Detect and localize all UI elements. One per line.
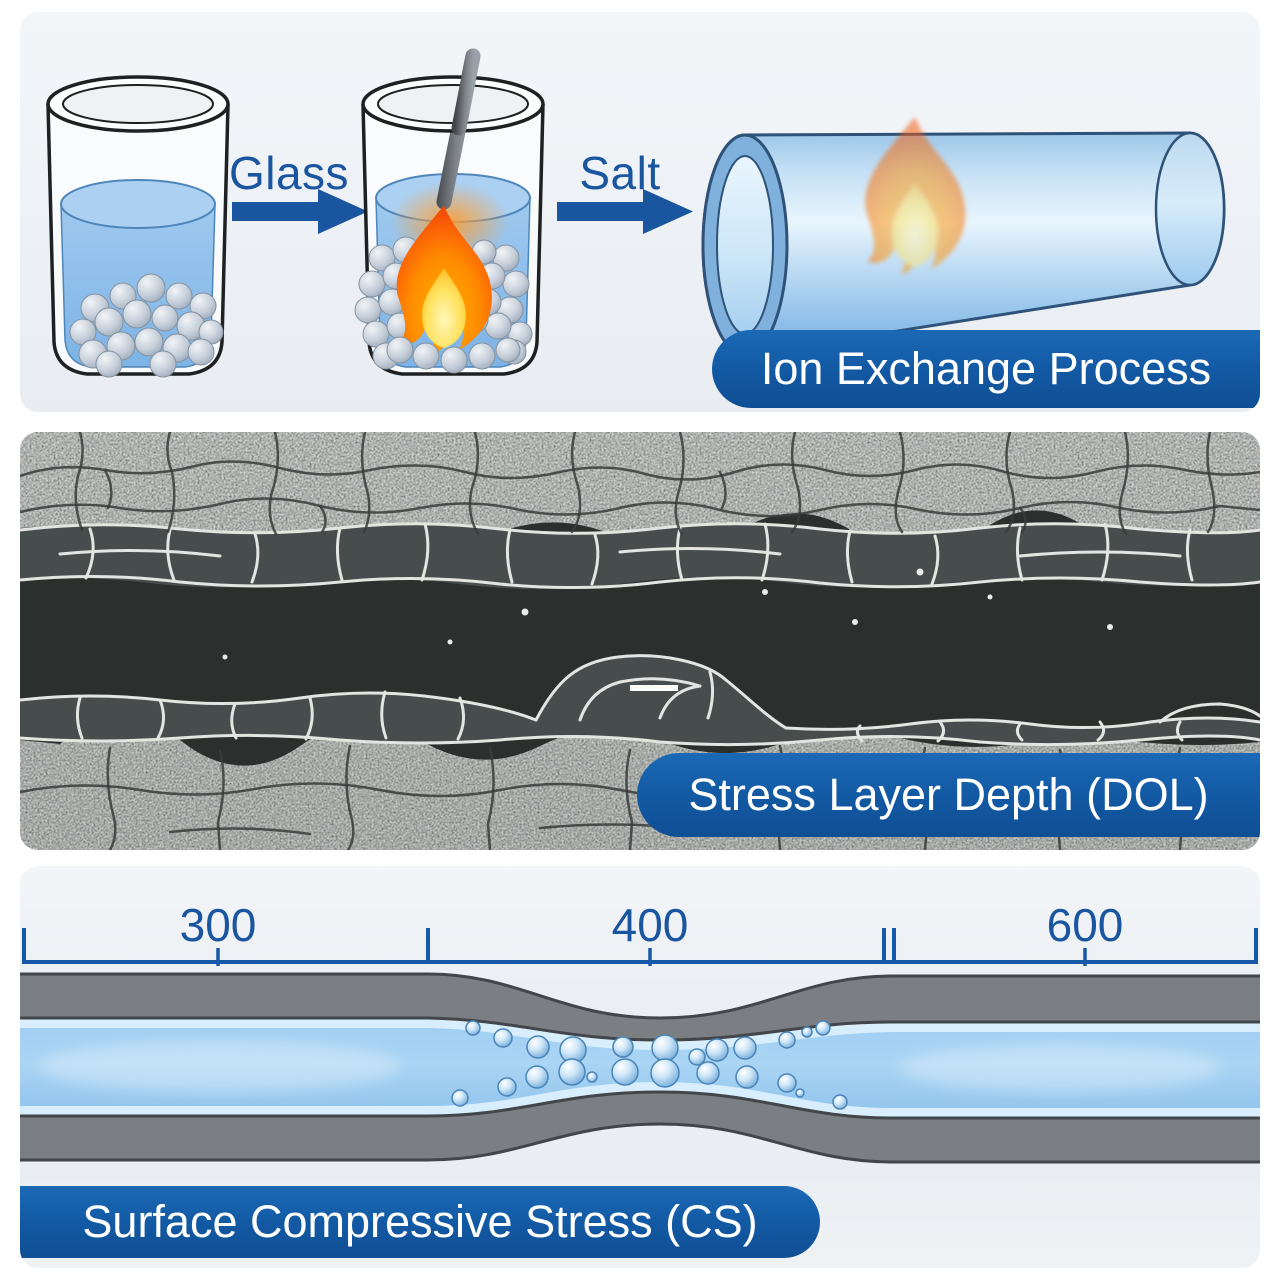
bottom-transition-zone: [20, 655, 1260, 745]
beaker-rim-inner: [377, 84, 529, 124]
salt-flow-label: Salt: [579, 147, 661, 199]
tube-rim-inner: [716, 155, 774, 335]
scale-label-300: 300: [179, 899, 257, 951]
tube-flame-icon: [865, 117, 966, 275]
ion-exchange-badge: Ion Exchange Process: [712, 330, 1260, 408]
scale-label-600: 600: [1046, 899, 1124, 951]
glass-tube-icon: [701, 117, 1226, 357]
arrow-right-icon: [557, 189, 693, 234]
top-compressive-layer: [20, 972, 1260, 1042]
ion-exchange-illustration: [46, 48, 1226, 378]
glass-flow-label: Glass: [228, 147, 350, 199]
upper-grain-cracks: [20, 432, 1260, 536]
liquid-surface: [60, 179, 216, 229]
flame-icon: [396, 205, 492, 356]
stirring-rod-top: [451, 48, 481, 136]
dol-badge: Stress Layer Depth (DOL): [637, 753, 1260, 837]
bottom-transition-cracks: [20, 654, 1260, 747]
beaker-beads-icon: [46, 75, 230, 378]
scale-label-400: 400: [611, 899, 689, 951]
glass-beads-front: [386, 336, 521, 374]
ion-bubbles: [451, 1020, 848, 1110]
panel-compressive-stress: 300 400 600 Surface Compressive Stress (…: [20, 866, 1260, 1268]
arrow-right-icon: [232, 189, 368, 234]
top-transition-zone: [20, 523, 1260, 589]
panel-stress-layer-micrograph: Stress Layer Depth (DOL): [20, 432, 1260, 850]
scale-bar-icon: [630, 685, 678, 691]
dimension-line: [22, 928, 1258, 966]
glass-beads: [69, 273, 224, 378]
compressive-stress-illustration: [20, 928, 1260, 1164]
beaker-rim-inner: [62, 84, 214, 124]
top-transition-cracks: [20, 522, 1260, 590]
bottom-compressive-layer: [20, 1090, 1260, 1164]
tube-far-end: [1154, 131, 1226, 287]
sem-micrograph: [20, 432, 1260, 850]
bright-defects: [222, 568, 1113, 660]
cs-badge: Surface Compressive Stress (CS): [20, 1186, 820, 1258]
panel-ion-exchange: Glass Salt Ion Exchange Process: [20, 12, 1260, 412]
beaker-flame-icon: [354, 48, 545, 376]
glass-core: [20, 1018, 1260, 1118]
